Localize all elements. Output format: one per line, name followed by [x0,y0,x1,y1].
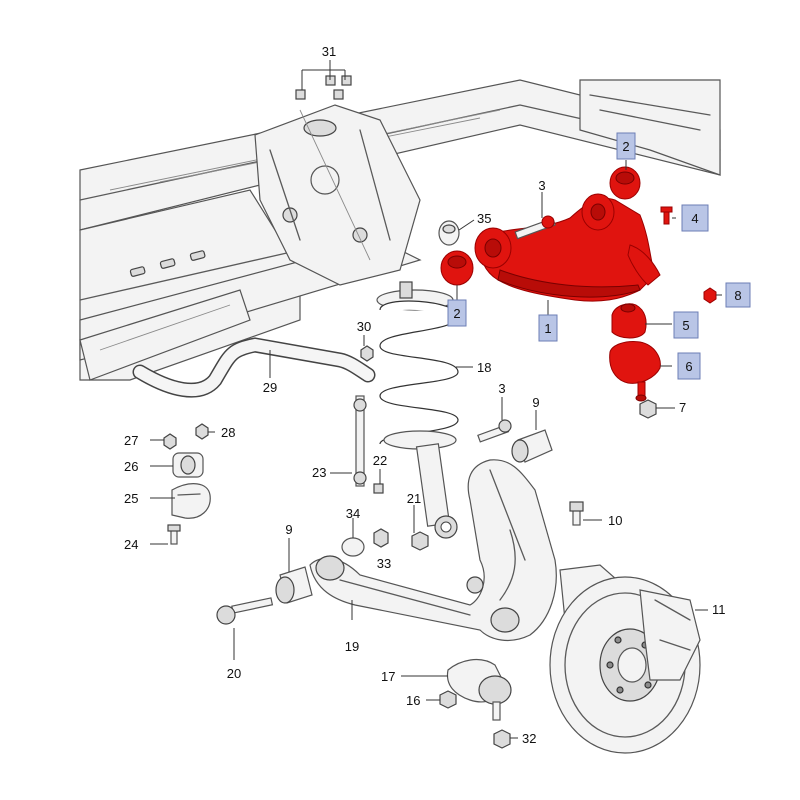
callout-box-4 [681,204,709,232]
bushing-35 [438,220,460,246]
callout-27: 27 [124,433,138,448]
callout-3b: 3 [498,381,505,396]
callout-9a: 9 [532,395,539,410]
bushing-9-upper [511,429,553,463]
callout-5: 5 [682,318,689,333]
ball-joint-boot [611,303,647,339]
bolt-24 [167,524,181,545]
callout-21: 21 [407,491,421,506]
callout-10: 10 [608,513,622,528]
callout-6: 6 [685,359,692,374]
callout-8: 8 [734,288,741,303]
callout-32: 32 [522,731,536,746]
callout-35: 35 [477,211,491,226]
callout-31: 31 [322,44,336,59]
nut-16 [439,690,457,709]
nut-21 [411,531,429,551]
nut-27 [163,433,177,450]
callout-11: 11 [712,602,726,617]
callout-box-6 [677,352,701,380]
lower-control-arm [309,459,557,642]
callout-30: 30 [357,319,371,334]
stabilizer-link [353,395,367,487]
lower-ball-joint [446,658,512,721]
callout-19: 19 [345,639,359,654]
callout-box-5 [673,311,699,339]
nut-33 [373,528,389,548]
callout-28: 28 [221,425,235,440]
callout-16: 16 [406,693,420,708]
nut-28 [195,423,209,440]
callout-18: 18 [477,360,491,375]
top-mount-nuts [295,75,352,100]
callout-17: 17 [381,669,395,684]
bushing-9-lower [275,566,313,604]
callout-22: 22 [373,453,387,468]
bolt-20 [216,597,274,625]
callout-1: 1 [544,321,551,336]
upper-arm-bolt [514,215,556,240]
callout-box-2a [616,132,636,160]
callout-33: 33 [377,556,391,571]
callout-7: 7 [679,400,686,415]
callout-labels: 1 2 2 4 8 5 6 31 3 35 30 18 29 3 9 7 27 … [124,44,751,746]
callout-25: 25 [124,491,138,506]
callout-26: 26 [124,459,138,474]
nut-8 [703,287,717,304]
callout-box-1 [538,314,558,342]
stabilizer-bar [132,337,376,398]
brake-rotor-knuckle [549,564,701,754]
callout-29: 29 [263,380,277,395]
callout-23: 23 [312,465,326,480]
nut-7 [639,399,657,419]
callout-box-2b [447,299,467,327]
callout-34: 34 [346,506,360,521]
callout-4: 4 [691,211,698,226]
stabilizer-clamp-25 [171,483,211,519]
callout-box-8 [725,282,751,308]
callout-3a: 3 [538,178,545,193]
lower-bolt-3 [477,419,512,443]
upper-bolt-4 [660,206,673,225]
leader-lines [150,60,722,739]
callout-2a: 2 [622,139,629,154]
upper-control-arm [474,193,661,302]
callout-9b: 9 [285,522,292,537]
link-nut [373,483,384,494]
callout-20: 20 [227,666,241,681]
bar-nut [360,345,374,362]
nut-32 [493,729,511,749]
callout-2b: 2 [453,306,460,321]
bolt-10 [569,501,584,526]
stabilizer-bushing-26 [172,452,204,478]
washer-34 [341,537,365,557]
callout-24: 24 [124,537,138,552]
spring-tower-bracket [254,104,421,286]
frame-rails [79,79,721,381]
upper-arm-bushings [440,166,641,286]
upper-ball-joint [609,341,661,402]
